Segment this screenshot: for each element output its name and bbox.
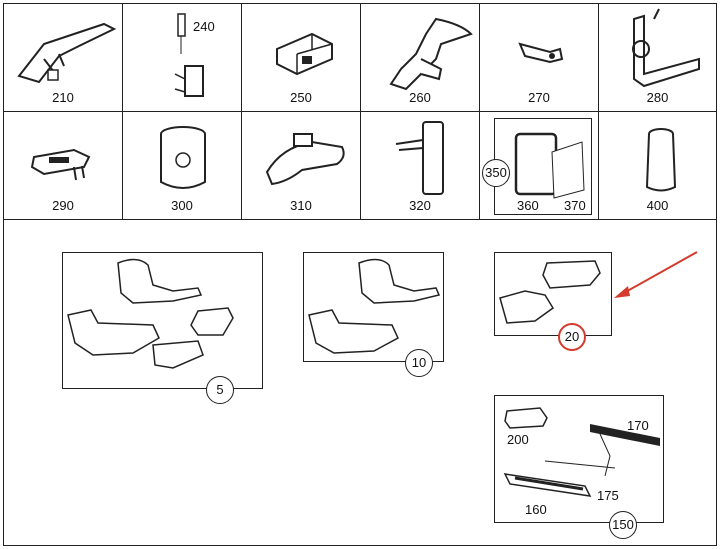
part-number-170: 170 [627, 418, 649, 433]
mat-set-20[interactable]: 20 [494, 252, 612, 351]
part-250-drawing [276, 32, 333, 76]
part-cell-210[interactable]: 210 [3, 3, 123, 112]
part-210-drawing [17, 22, 117, 84]
part-number-280: 280 [646, 90, 669, 105]
part-number-240: 240 [193, 19, 215, 34]
part-number-290: 290 [52, 198, 74, 213]
mat-set-10-drawing [308, 258, 441, 354]
part-number-200: 200 [507, 432, 529, 447]
part-400-drawing [645, 128, 677, 192]
mat-set-5[interactable]: 5 [62, 252, 263, 404]
callout-350: 350 [482, 159, 510, 187]
part-number-370: 370 [564, 198, 586, 213]
part-number-360: 360 [517, 198, 539, 213]
part-cell-260[interactable]: 260 [360, 3, 480, 112]
part-cell-240[interactable]: 240 [122, 3, 242, 112]
part-number-320: 320 [409, 198, 431, 213]
part-320-drawing [395, 121, 444, 195]
mat-set-10[interactable]: 10 [303, 252, 444, 377]
part-cell-300[interactable]: 300 [122, 111, 242, 220]
lighting-kit-drawing [503, 407, 660, 497]
part-number-310: 310 [290, 198, 312, 213]
part-cell-280[interactable]: 280 [598, 3, 717, 112]
part-cell-310[interactable]: 310 [241, 111, 361, 220]
part-310-drawing [265, 133, 345, 186]
part-cell-350-group[interactable]: 350 360 370 [479, 111, 599, 220]
part-number-400: 400 [646, 198, 669, 213]
part-number-210: 210 [52, 90, 74, 105]
part-cell-400[interactable]: 400 [598, 111, 717, 220]
lighting-kit-150[interactable]: 200 170 175 160 150 [494, 395, 664, 539]
mat-set-20-drawing [499, 260, 601, 324]
part-cell-320[interactable]: 320 [360, 111, 480, 220]
part-300-drawing [160, 126, 206, 189]
part-290-drawing [30, 148, 91, 181]
part-cell-270[interactable]: 270 [479, 3, 599, 112]
part-number-270: 270 [528, 90, 550, 105]
part-260-drawing [389, 17, 473, 91]
part-number-175: 175 [597, 488, 619, 503]
part-number-300: 300 [171, 198, 193, 213]
callout-5: 5 [206, 376, 234, 404]
mat-set-5-drawing [67, 258, 234, 369]
part-360-370-drawing [514, 132, 585, 199]
callout-150: 150 [609, 511, 637, 539]
part-270-drawing [518, 42, 564, 64]
part-280-drawing [632, 8, 700, 88]
part-number-160: 160 [525, 502, 547, 517]
callout-10: 10 [405, 349, 433, 377]
part-cell-290[interactable]: 290 [3, 111, 123, 220]
part-240-drawing [174, 13, 204, 97]
callout-20: 20 [558, 323, 586, 351]
part-number-250: 250 [290, 90, 312, 105]
part-number-260: 260 [409, 90, 431, 105]
part-cell-250[interactable]: 250 [241, 3, 361, 112]
